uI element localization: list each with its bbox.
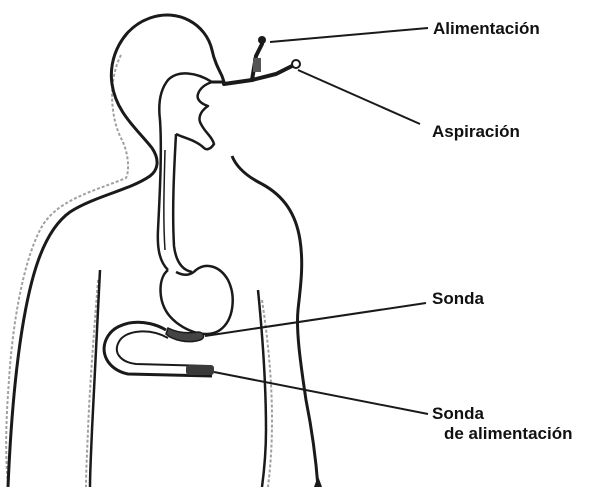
- leader-line-tube: [205, 303, 426, 336]
- feeding-label: Alimentación: [433, 19, 540, 39]
- leader-line-feeding: [270, 28, 428, 42]
- aspiration-label: Aspiración: [432, 122, 520, 142]
- y-connector: [224, 36, 300, 84]
- bottom-mark: [314, 476, 322, 487]
- right-arm-outline: [258, 290, 266, 487]
- tube-label: Sonda: [432, 289, 484, 309]
- body-outline: [8, 15, 224, 487]
- feeding-tube-label-line2: de alimentación: [432, 424, 572, 444]
- left-arm-outline: [90, 270, 100, 487]
- esophagus: [173, 134, 192, 272]
- feeding-tube-label-line1: Sonda: [432, 404, 572, 424]
- leader-line-aspiration: [298, 70, 420, 124]
- stomach: [161, 266, 233, 334]
- face-profile: [176, 82, 214, 149]
- stomach-tube-tip: [166, 328, 204, 342]
- leader-line-feeding-tube: [214, 372, 428, 414]
- nasal-passage: [158, 73, 212, 270]
- body-shadow: [6, 55, 128, 487]
- feeding-tube-tip: [186, 365, 214, 375]
- trachea-line: [164, 150, 165, 250]
- feeding-tube-label: Sonda de alimentación: [432, 404, 572, 444]
